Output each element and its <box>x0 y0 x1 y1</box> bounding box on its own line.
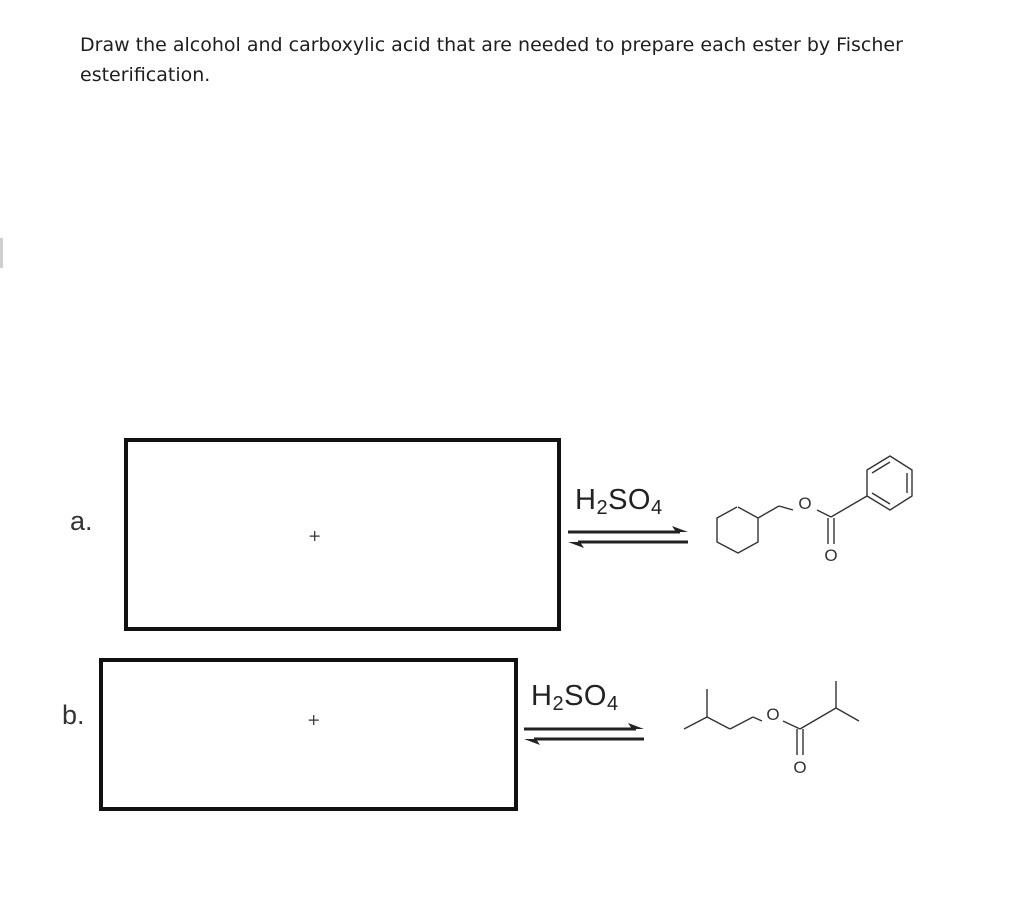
answer-box-b[interactable]: + <box>99 658 518 811</box>
ester-structure-a: O O <box>716 455 913 565</box>
question-text: Draw the alcohol and carboxylic acid tha… <box>80 34 903 86</box>
equilibrium-arrows-b <box>524 723 644 745</box>
answer-box-a[interactable]: + <box>124 438 561 631</box>
page-edge-mark <box>0 238 3 268</box>
part-b-label: b. <box>62 700 85 730</box>
ester-structure-b: O O <box>683 681 860 777</box>
catalyst-label-b: H2SO4 <box>531 680 619 715</box>
carbonyl-oxygen-b: O <box>793 758 806 777</box>
plus-sign-b: + <box>307 710 321 729</box>
part-a-label: a. <box>70 506 93 536</box>
equilibrium-arrows-a <box>568 526 688 548</box>
catalyst-label-a: H2SO4 <box>575 484 663 519</box>
carbonyl-oxygen-a: O <box>824 546 837 565</box>
ester-oxygen-b: O <box>766 705 779 724</box>
ester-oxygen-a: O <box>798 494 811 513</box>
plus-sign-a: + <box>308 526 322 545</box>
